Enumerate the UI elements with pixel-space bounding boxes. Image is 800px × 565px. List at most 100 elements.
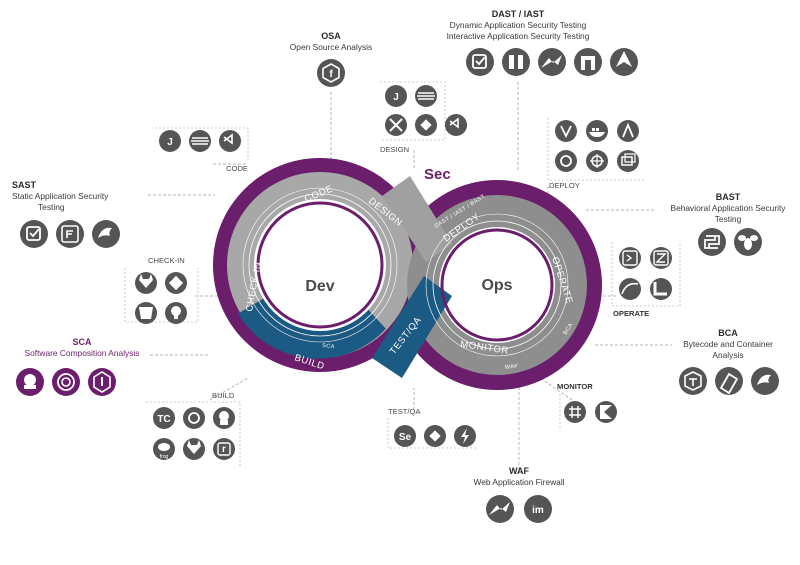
curve-icon[interactable] [619,278,641,300]
gitlab-icon[interactable] [183,438,205,460]
kibana-icon[interactable] [595,401,617,423]
tools-code: J CODE [155,127,249,173]
group-bca: BCA Bytecode and Container Analysis [679,328,779,395]
visual-studio-icon[interactable] [445,114,467,136]
track-sast: SAST [313,205,330,214]
whitesource-icon[interactable] [52,368,80,396]
blackduck-icon[interactable] [16,368,44,396]
tools-deploy-label: DEPLOY [549,181,580,190]
tools-monitor-label: MONITOR [557,382,593,391]
svg-text:frog: frog [160,454,169,460]
group-sca: SCA Software Composition Analysis [16,337,139,396]
ansible-icon[interactable] [617,120,639,142]
center-dev: Dev [305,278,334,295]
eclipse-icon[interactable] [189,130,211,152]
osa-subtitle: Open Source Analysis [290,42,372,52]
intellij-icon[interactable]: J [159,130,181,152]
group-sast: SAST Static Application Security Testing [12,180,120,248]
diamond-icon[interactable] [424,425,446,447]
center-ops: Ops [481,277,512,294]
group-dast: DAST / IAST Dynamic Application Security… [447,9,638,76]
teamcity-icon[interactable]: TC [153,407,175,429]
tools-testqa-label: TEST/QA [388,407,421,416]
python-icon[interactable] [698,228,726,256]
tools-design: J DESIGN [380,81,467,154]
veracode-icon[interactable] [92,220,120,248]
sast-title: SAST [12,180,37,190]
sast-line1: Static Application Security [12,191,109,201]
netsparker-icon[interactable] [574,48,602,76]
tools-code-label: CODE [226,164,248,173]
dast-line1: Dynamic Application Security Testing [450,20,587,30]
diamond-icon[interactable] [415,114,437,136]
burp-icon[interactable] [502,48,530,76]
git-icon[interactable] [165,272,187,294]
intellij-icon[interactable]: J [385,85,407,107]
veracode-icon[interactable] [751,367,779,395]
svg-text:Se: Se [399,432,412,443]
zabbix-icon[interactable] [650,247,672,269]
sca-title: SCA [72,337,92,347]
acunetix-icon[interactable] [610,48,638,76]
svg-text:f: f [329,69,333,80]
vagrant-icon[interactable] [555,120,577,142]
tools-deploy: DEPLOY [547,118,645,190]
ops-track [432,220,562,350]
dast-title: DAST / IAST [492,9,545,19]
xcode-icon[interactable] [385,114,407,136]
group-osa: OSA Open Source Analysis f [290,31,372,87]
snyk-icon[interactable] [88,368,116,396]
tools-operate-label: OPERATE [613,309,649,318]
grid-icon[interactable] [564,401,586,423]
crossing-band-design [382,176,452,262]
twistlock-icon[interactable] [679,367,707,395]
bast-line1: Behavioral Application Security [671,203,787,213]
cycle-icon[interactable] [555,150,577,172]
tools-build: BUILD TC frog r [146,391,241,466]
docker-icon[interactable] [586,120,608,142]
selenium-icon[interactable]: Se [394,425,416,447]
bitbucket-icon[interactable] [135,302,157,324]
eclipse-icon[interactable] [415,85,437,107]
fortify-icon[interactable] [56,220,84,248]
fossa-icon[interactable]: f [317,59,345,87]
svg-text:J: J [393,92,399,103]
bee-icon[interactable] [734,228,762,256]
track-sca: SCA [322,343,335,350]
github-icon[interactable] [165,302,187,324]
group-waf: WAF Web Application Firewall im [473,466,565,523]
checkmarx-icon[interactable] [466,48,494,76]
dast-line2: Interactive Application Security Testing [447,31,590,41]
tools-design-label: DESIGN [380,145,409,154]
imperva-icon[interactable]: im [524,495,552,523]
bca-title: BCA [718,328,738,338]
jfrog-icon[interactable]: frog [153,438,175,460]
circleci-icon[interactable] [183,407,205,429]
aqua-icon[interactable] [715,367,743,395]
svg-text:J: J [167,137,173,148]
bca-line1: Bytecode and Container [683,339,773,349]
center-sec: Sec [424,166,451,183]
shape-icon[interactable] [650,278,672,300]
gitlab-icon[interactable] [135,272,157,294]
checkmarx-icon[interactable] [20,220,48,248]
waf-title: WAF [509,466,529,476]
track-waf: WAF [505,364,519,371]
dev-track [248,193,392,337]
bolt-icon[interactable] [454,425,476,447]
svg-text:TC: TC [157,414,170,425]
kubernetes-icon[interactable] [586,150,608,172]
bracket-icon[interactable]: r [213,438,235,460]
contrast-icon[interactable] [538,48,566,76]
tools-testqa: TEST/QA Se [387,407,478,449]
jenkins-icon[interactable] [213,407,235,429]
terminal-icon[interactable] [619,247,641,269]
track-osa: OSA [342,212,356,221]
layers-icon[interactable] [617,150,639,172]
tools-build-label: BUILD [212,391,235,400]
bca-line2: Analysis [712,350,743,360]
dev-ring-inner [254,199,386,331]
visual-studio-icon[interactable] [219,130,241,152]
signal-sciences-icon[interactable] [486,495,514,523]
